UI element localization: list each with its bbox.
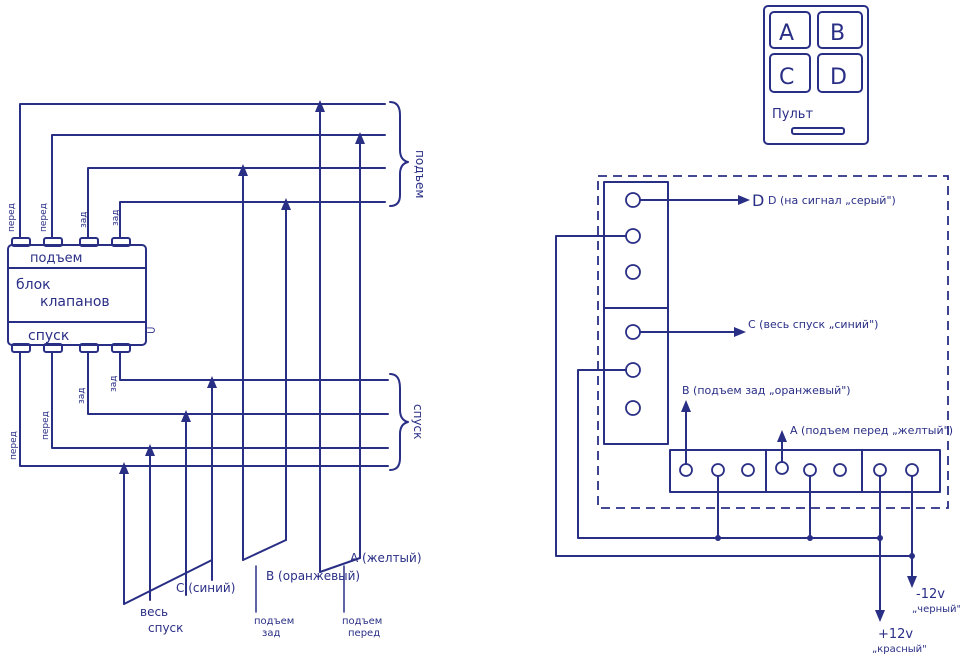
remote-button-a[interactable] xyxy=(769,11,811,49)
remote-button-c-label: C xyxy=(779,65,794,90)
label-lift-front-1: подъем xyxy=(342,616,382,627)
vertical-terminal-strip xyxy=(603,181,669,445)
terminal-hs-6 xyxy=(833,463,847,477)
output-d-letter: D xyxy=(752,191,764,210)
valve-block-body xyxy=(7,244,147,346)
bottom-pin-label-4: зад xyxy=(109,375,119,392)
terminal-hs-3 xyxy=(741,463,755,477)
remote-button-b-label: B xyxy=(830,21,845,46)
top-pin-label-4: зад xyxy=(111,209,121,226)
bottom-pin-label-2: перед xyxy=(41,411,51,440)
remote-button-d-label: D xyxy=(830,65,847,90)
output-c-label: C (весь спуск „синий") xyxy=(748,318,878,331)
terminal-d xyxy=(625,192,641,208)
remote-button-a-label: A xyxy=(779,21,794,46)
label-b-orange: B (оранжевый) xyxy=(266,569,360,583)
common-wiring xyxy=(555,235,917,622)
terminal-c xyxy=(625,324,641,340)
label-lift-front-2: перед xyxy=(348,628,380,639)
lift-brace-label: подъем xyxy=(413,150,427,198)
horizontal-terminal-strip xyxy=(669,449,941,493)
remote-slot xyxy=(791,127,845,135)
top-pin-label-3: зад xyxy=(79,211,89,228)
plus-color-label: „красный" xyxy=(872,644,927,654)
terminal-vs-3 xyxy=(625,362,641,378)
lift-wires xyxy=(19,103,386,239)
terminal-vs-4 xyxy=(625,400,641,416)
label-c-blue: C (синий) xyxy=(176,581,235,595)
valve-block: подъем блок клапанов спуск ⊃ xyxy=(7,237,156,353)
receiver-outline xyxy=(597,175,949,509)
terminal-minus xyxy=(905,463,919,477)
output-b-label: B (подъем зад „оранжевый") xyxy=(682,384,851,397)
label-a-yellow: A (желтый) xyxy=(350,551,422,565)
bottom-pin-label-3: зад xyxy=(77,387,87,404)
output-d-label: D (на сигнал „серый") xyxy=(768,194,896,207)
valve-block-lift-label: подъем xyxy=(30,251,82,266)
plus-voltage-label: +12v xyxy=(878,627,913,642)
label-all-descent-1: весь xyxy=(140,605,168,619)
remote-button-c[interactable] xyxy=(769,53,811,93)
valve-block-descent-label: спуск xyxy=(28,328,69,344)
top-pin-label-2: перед xyxy=(39,203,49,232)
remote-body xyxy=(763,5,869,145)
lift-brace xyxy=(389,101,409,207)
top-pin-label-1: перед xyxy=(7,203,17,232)
descent-brace-label: спуск xyxy=(411,404,425,439)
descent-wires xyxy=(19,351,389,467)
valve-block-title-1: блок xyxy=(16,277,51,293)
receiver-board xyxy=(597,175,949,509)
valve-block-title-2: клапанов xyxy=(40,294,110,310)
terminal-hs-5 xyxy=(803,463,817,477)
label-all-descent-2: спуск xyxy=(148,621,183,635)
remote-button-d[interactable] xyxy=(817,53,863,93)
svg-text:⊃: ⊃ xyxy=(146,323,156,337)
descent-brace xyxy=(389,373,409,471)
minus-voltage-label: -12v xyxy=(916,587,945,602)
terminal-vs-2 xyxy=(625,264,641,280)
minus-color-label: „черный" xyxy=(912,604,960,615)
terminal-b xyxy=(679,463,693,477)
remote-control: A B C D Пульт xyxy=(763,5,869,145)
terminal-a xyxy=(775,461,789,475)
output-a-label: A (подъем перед „желтый") xyxy=(790,424,953,437)
feed-wires xyxy=(119,100,365,605)
label-lift-rear-2: зад xyxy=(262,628,280,639)
label-lift-rear-1: подъем xyxy=(254,616,294,627)
bottom-pin-label-1: перед xyxy=(9,431,19,460)
terminal-hs-2 xyxy=(711,463,725,477)
remote-button-b[interactable] xyxy=(817,11,863,49)
terminal-plus xyxy=(873,463,887,477)
remote-label: Пульт xyxy=(772,107,813,122)
terminal-vs-1 xyxy=(625,228,641,244)
